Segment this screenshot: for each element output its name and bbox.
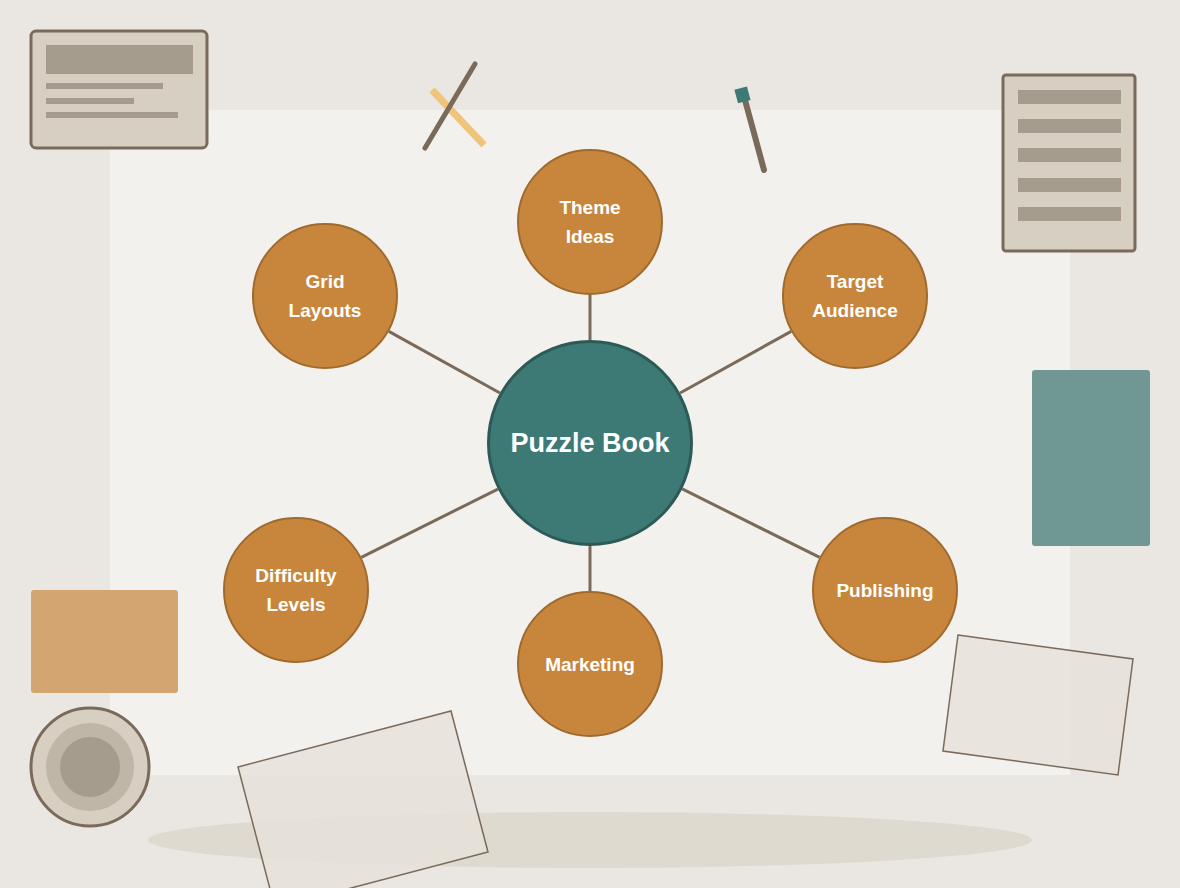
loose-paper — [238, 711, 488, 888]
branch-line — [589, 546, 592, 591]
circle-outline — [782, 223, 928, 369]
orange-block — [31, 590, 178, 693]
branch-line — [589, 295, 592, 340]
document — [1003, 75, 1135, 251]
paper-sheet — [110, 110, 1070, 775]
topic-label: Difficulty Levels — [255, 561, 336, 619]
circle-shape — [224, 518, 368, 662]
loose-paper — [943, 635, 1133, 775]
circle-outline — [517, 149, 663, 295]
branch-line — [361, 489, 498, 557]
topic-circle: Publishing — [812, 517, 958, 663]
note-card — [31, 31, 207, 148]
branch-line — [389, 331, 500, 393]
pen — [734, 86, 764, 170]
topic-circle: Grid Layouts — [252, 223, 398, 369]
teal-block — [1032, 370, 1150, 546]
circle-shape — [783, 224, 927, 368]
circle-shape — [813, 518, 957, 662]
topic-label: Target Audience — [812, 267, 898, 325]
circle-outline — [223, 517, 369, 663]
topic-label: Theme Ideas — [559, 193, 620, 251]
hub-label: Puzzle Book — [510, 427, 669, 459]
topic-label: Grid Layouts — [289, 267, 362, 325]
circle-outline — [252, 223, 398, 369]
circle-shape — [489, 342, 692, 545]
crossed-pencils — [425, 64, 484, 148]
topic-label: Marketing — [545, 650, 635, 679]
circle-shape — [518, 150, 662, 294]
branch-line — [680, 331, 791, 393]
cup — [31, 708, 149, 826]
circle-shape — [518, 592, 662, 736]
topic-circle: Marketing — [517, 591, 663, 737]
hub-circle: Puzzle Book — [487, 340, 693, 546]
topic-circle: Difficulty Levels — [223, 517, 369, 663]
topic-circle: Target Audience — [782, 223, 928, 369]
topic-label: Publishing — [836, 576, 933, 605]
circle-shape — [253, 224, 397, 368]
topic-circle: Theme Ideas — [517, 149, 663, 295]
branch-line — [682, 489, 819, 558]
